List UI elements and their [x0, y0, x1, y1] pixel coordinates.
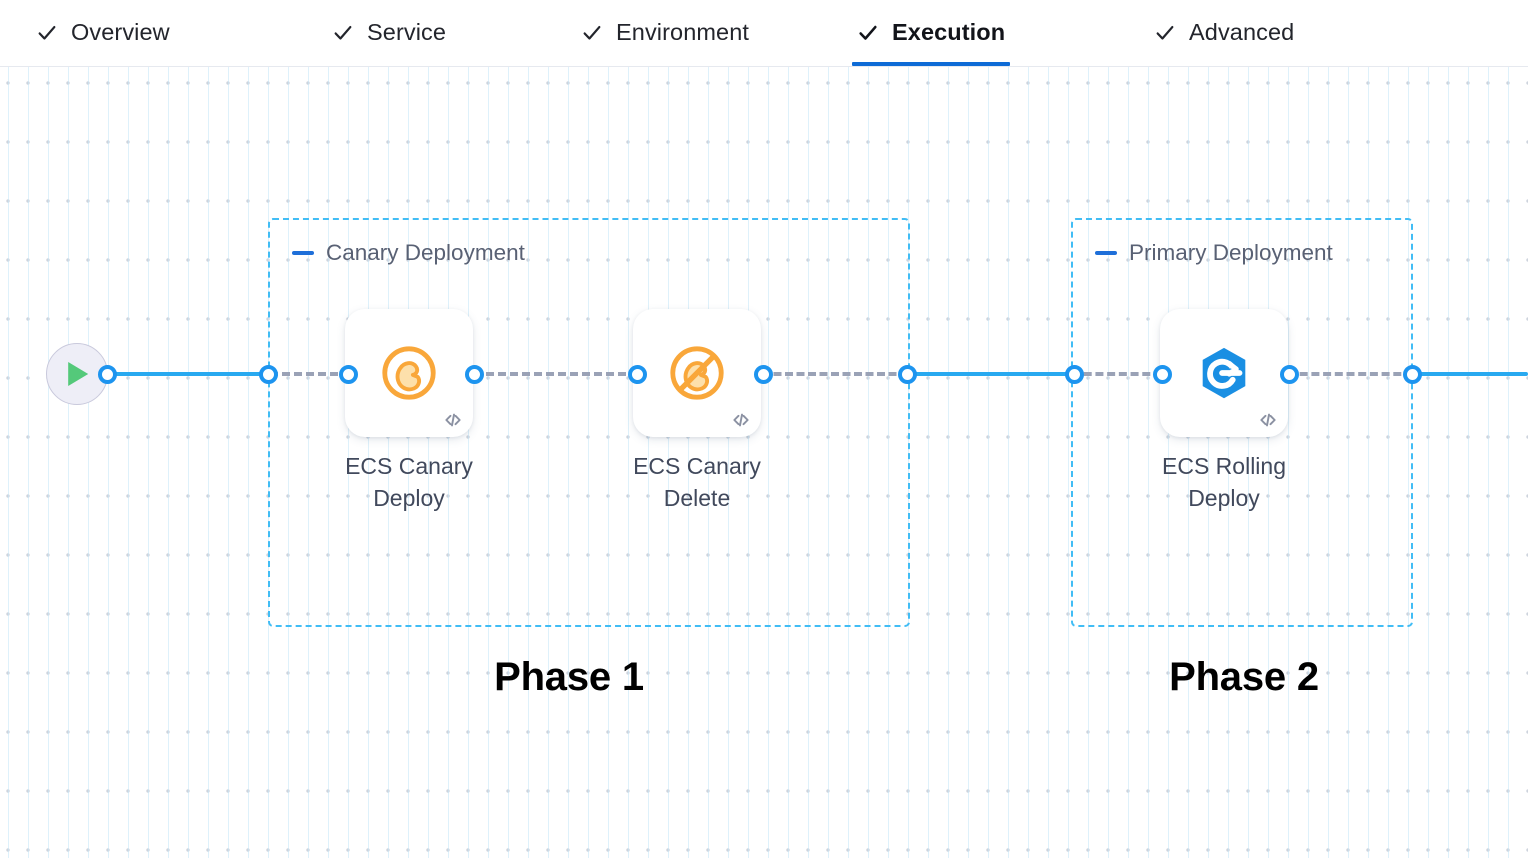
- port-canary-deploy-in[interactable]: [339, 365, 358, 384]
- step-group-primary-deployment[interactable]: Primary Deployment: [1071, 218, 1413, 627]
- tab-label: Execution: [892, 19, 1006, 46]
- minus-icon[interactable]: [292, 251, 314, 256]
- check-icon: [859, 25, 877, 40]
- step-group-canary-deployment[interactable]: Canary Deployment: [268, 218, 910, 627]
- stage-tab-bar: Overview Service Environment Execution: [0, 0, 1528, 67]
- port-canary-delete-out[interactable]: [754, 365, 773, 384]
- port-canary-deploy-out[interactable]: [465, 365, 484, 384]
- tab-label: Environment: [616, 19, 750, 46]
- step-node-label: ECS Rolling Deploy: [1162, 453, 1286, 511]
- edge-start-to-phase1: [108, 372, 271, 376]
- group-header[interactable]: Canary Deployment: [292, 240, 525, 265]
- code-icon: [1260, 413, 1276, 427]
- tab-advanced[interactable]: Advanced: [1146, 0, 1302, 66]
- tab-overview[interactable]: Overview: [28, 0, 178, 66]
- port-group2-in[interactable]: [1065, 365, 1084, 384]
- check-icon: [334, 25, 352, 40]
- group-title: Primary Deployment: [1129, 240, 1333, 265]
- step-node-label: ECS Canary Deploy: [345, 453, 473, 511]
- phase-label-2: Phase 2: [1169, 655, 1319, 699]
- tab-execution[interactable]: Execution: [849, 0, 1013, 66]
- canary-bird-delete-icon: [670, 346, 724, 400]
- group-title: Canary Deployment: [326, 240, 525, 265]
- canary-bird-icon: [382, 346, 436, 400]
- check-icon: [38, 25, 56, 40]
- code-icon: [733, 413, 749, 427]
- tab-environment[interactable]: Environment: [573, 0, 757, 66]
- tab-label: Overview: [71, 19, 170, 46]
- port-group1-out[interactable]: [898, 365, 917, 384]
- edge-group2-in-to-rolling: [1072, 372, 1162, 376]
- group-header[interactable]: Primary Deployment: [1095, 240, 1333, 265]
- code-icon: [445, 413, 461, 427]
- edge-delete-to-group1-out: [762, 372, 908, 376]
- step-node-ecs-rolling-deploy[interactable]: [1160, 309, 1288, 437]
- ecs-rolling-icon: [1202, 347, 1246, 399]
- tab-label: Service: [367, 19, 447, 46]
- port-rolling-deploy-out[interactable]: [1280, 365, 1299, 384]
- port-group2-out[interactable]: [1403, 365, 1422, 384]
- check-icon: [583, 25, 601, 40]
- step-node-ecs-canary-delete[interactable]: [633, 309, 761, 437]
- port-canary-delete-in[interactable]: [628, 365, 647, 384]
- tab-active-underline: [852, 62, 1011, 66]
- minus-icon[interactable]: [1095, 251, 1117, 256]
- play-icon: [68, 362, 89, 386]
- port-group1-in[interactable]: [259, 365, 278, 384]
- tab-service[interactable]: Service: [324, 0, 454, 66]
- step-node-ecs-canary-deploy[interactable]: [345, 309, 473, 437]
- port-rolling-deploy-in[interactable]: [1153, 365, 1172, 384]
- edge-group1-in-to-deploy: [270, 372, 350, 376]
- edge-phase1-to-phase2: [906, 372, 1074, 376]
- phase-label-1: Phase 1: [494, 655, 644, 699]
- edge-rolling-to-group2-out: [1288, 372, 1413, 376]
- step-node-label: ECS Canary Delete: [633, 453, 761, 511]
- edge-deploy-to-delete: [474, 372, 638, 376]
- check-icon: [1156, 25, 1174, 40]
- pipeline-canvas[interactable]: Canary Deployment Primary Deployment Pha…: [0, 67, 1528, 858]
- tab-label: Advanced: [1189, 19, 1295, 46]
- port-start-out[interactable]: [98, 365, 117, 384]
- edge-phase2-to-end: [1411, 372, 1528, 376]
